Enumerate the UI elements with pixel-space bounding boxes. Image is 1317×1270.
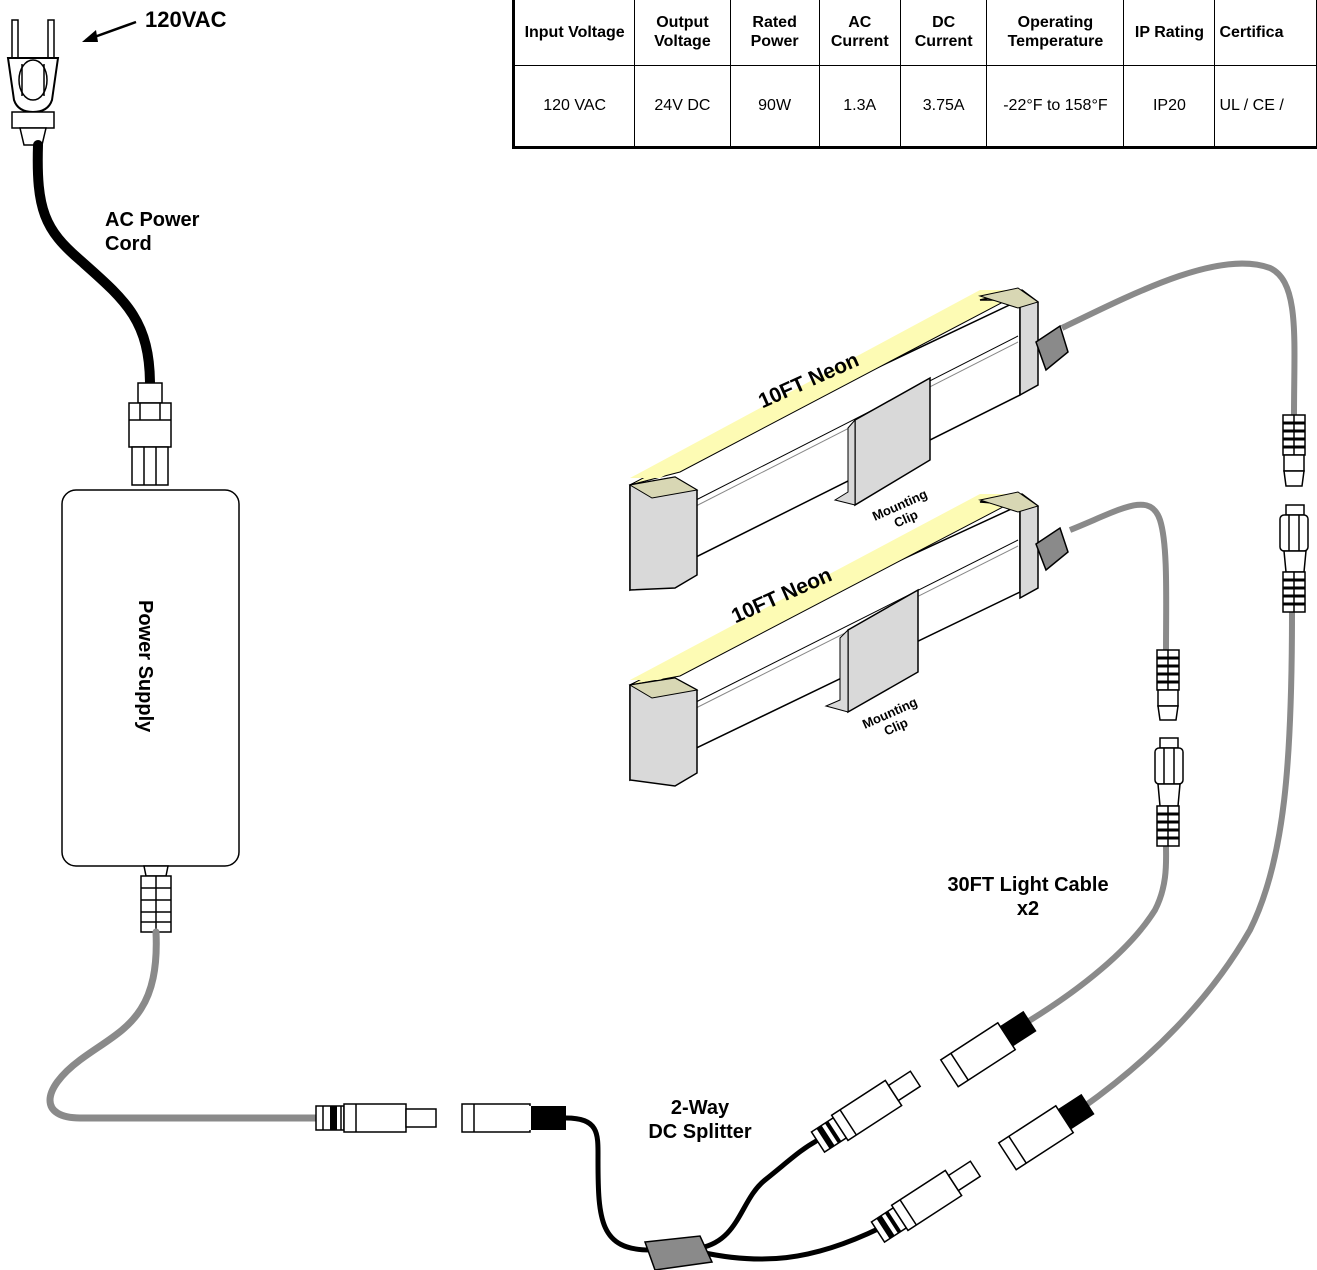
dc-output-cable [46, 928, 320, 1122]
label-dc-splitter: 2-Way DC Splitter [648, 1097, 752, 1143]
dc-female-socket [461, 1103, 566, 1133]
neon-1-connector-pair [1279, 413, 1309, 614]
dc-male-plug [315, 1103, 437, 1133]
neon-strip-2 [628, 491, 1069, 787]
neon-strip-1 [628, 287, 1069, 592]
value-rated-power: 90W [729, 65, 820, 149]
splitter-input-cable [565, 1115, 651, 1253]
splitter-branch-2 [699, 1225, 882, 1262]
label-light-cable: 30FT Light Cable x2 [947, 874, 1109, 920]
ac-power-cord [32, 140, 155, 390]
value-input-voltage: 120 VAC [512, 65, 636, 149]
header-operating-temperature: Operating Temperature [986, 0, 1125, 66]
light-cable-1 [1022, 845, 1170, 1027]
header-dc-current: DC Current [899, 0, 988, 66]
spec-value-row: 120 VAC 24V DC 90W 1.3A 3.75A -22°F to 1… [512, 65, 1317, 149]
spec-table-container: Input Voltage Output Voltage Rated Power… [512, 0, 1317, 152]
header-ac-current: AC Current [818, 0, 901, 66]
header-output-voltage: Output Voltage [634, 0, 731, 66]
label-120vac: 120VAC [145, 7, 227, 32]
splitter-branch-1 [699, 1137, 820, 1251]
header-input-voltage: Input Voltage [512, 0, 636, 66]
value-ip-rating: IP20 [1123, 65, 1216, 149]
label-ac-power-cord: AC Power Cord [105, 209, 200, 255]
header-rated-power: Rated Power [729, 0, 820, 66]
splitter-plug-1 [810, 1070, 922, 1154]
header-ip-rating: IP Rating [1123, 0, 1216, 66]
splitter-plug-2 [870, 1160, 982, 1244]
header-certification: Certifica [1214, 0, 1317, 66]
value-output-voltage: 24V DC [634, 65, 731, 149]
neon-2-connector-pair [1154, 648, 1184, 848]
plug-icon [6, 19, 60, 146]
light-cable-2 [1080, 611, 1295, 1111]
light-cable-2-upper [1060, 260, 1298, 416]
value-certification: UL / CE / [1214, 65, 1317, 149]
spec-table: Input Voltage Output Voltage Rated Power… [512, 0, 1317, 149]
arrow-icon [82, 20, 137, 42]
cable-2-dc-socket [997, 1093, 1095, 1171]
cable-1-dc-socket [939, 1010, 1037, 1088]
spec-header-row: Input Voltage Output Voltage Rated Power… [512, 0, 1317, 66]
value-dc-current: 3.75A [899, 65, 988, 149]
light-cable-1-upper [1068, 501, 1170, 651]
value-ac-current: 1.3A [818, 65, 901, 149]
power-supply-output-connector [140, 865, 172, 933]
ac-connector [128, 382, 172, 486]
splitter-body [643, 1235, 714, 1270]
label-power-supply: Power Supply [134, 600, 156, 733]
